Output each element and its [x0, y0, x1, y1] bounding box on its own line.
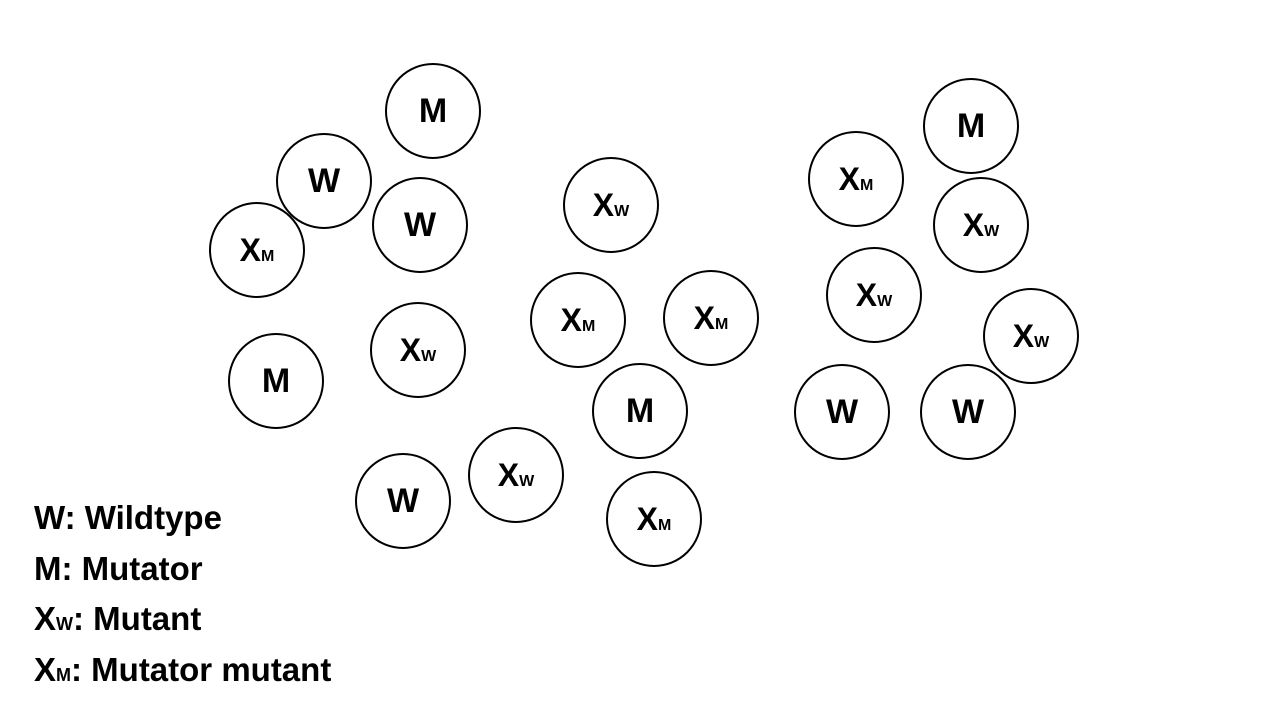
cell-m: M: [592, 363, 688, 459]
legend-item: M: Mutator: [34, 544, 331, 595]
cell-label-symbol: W: [951, 393, 985, 431]
cell-label-symbol: X: [497, 457, 520, 493]
cell-label-subscript: W: [421, 348, 437, 365]
cell-label: XM: [240, 234, 275, 266]
cell-xm: XM: [530, 272, 626, 368]
cell-label: M: [957, 109, 985, 143]
legend-symbol: X: [34, 650, 57, 688]
legend-subscript: M: [56, 664, 72, 685]
cell-label-symbol: X: [962, 207, 985, 243]
legend-symbol: XM: [34, 651, 71, 688]
legend-item: W: Wildtype: [34, 493, 331, 544]
cell-label-subscript: M: [261, 248, 275, 265]
cell-xm: XM: [663, 270, 759, 366]
cell-label: XW: [593, 189, 629, 221]
cell-label-symbol: X: [838, 161, 860, 197]
legend-text: : Mutator mutant: [71, 650, 332, 688]
cell-xw: XW: [370, 302, 466, 398]
cell-label-symbol: M: [418, 92, 448, 130]
cell-w: W: [794, 364, 890, 460]
cell-xw: XW: [468, 427, 564, 523]
cell-label: M: [626, 394, 654, 428]
cell-label-subscript: M: [658, 517, 672, 534]
cell-label-symbol: X: [693, 300, 715, 336]
legend-subscript: W: [56, 614, 74, 634]
cell-label-subscript: M: [860, 177, 874, 194]
cell-label: M: [262, 364, 290, 398]
cell-label: M: [419, 94, 447, 128]
cell-label: XM: [637, 503, 672, 535]
cell-label: XW: [1013, 320, 1049, 352]
cell-label-subscript: M: [715, 316, 729, 333]
cell-label: XM: [839, 163, 874, 195]
cell-label: W: [826, 395, 858, 429]
cell-label-symbol: W: [307, 162, 341, 200]
cell-xw: XW: [826, 247, 922, 343]
cell-xw: XW: [933, 177, 1029, 273]
legend-item: XM: Mutator mutant: [34, 645, 331, 696]
cell-xm: XM: [209, 202, 305, 298]
legend-symbol: M: [34, 550, 62, 587]
cell-label: XW: [856, 279, 892, 311]
cell-m: M: [923, 78, 1019, 174]
cell-label-subscript: W: [614, 203, 630, 220]
cell-m: M: [228, 333, 324, 429]
cell-label-symbol: X: [399, 332, 422, 368]
cell-label: W: [952, 395, 984, 429]
cell-label: XW: [400, 334, 436, 366]
legend-text: : Wildtype: [64, 499, 222, 536]
legend-item: XW: Mutant: [34, 594, 331, 645]
cell-label-subscript: M: [582, 318, 596, 335]
cell-label: W: [404, 208, 436, 242]
cell-label: XM: [561, 304, 596, 336]
cell-label-subscript: W: [1034, 334, 1050, 351]
cell-xm: XM: [606, 471, 702, 567]
cell-label-subscript: W: [984, 223, 1000, 240]
cell-label-symbol: W: [403, 206, 437, 244]
legend-symbol: X: [34, 600, 57, 637]
cell-w: W: [355, 453, 451, 549]
cell-label: XW: [963, 209, 999, 241]
cell-xw: XW: [983, 288, 1079, 384]
cell-label-symbol: X: [239, 232, 261, 268]
cell-label-symbol: X: [560, 302, 582, 338]
cell-xw: XW: [563, 157, 659, 253]
cell-label-symbol: X: [1012, 318, 1035, 354]
legend-text: : Mutator: [61, 549, 203, 587]
cell-label-symbol: W: [825, 393, 859, 431]
cell-w: W: [276, 133, 372, 229]
cell-label-subscript: W: [877, 293, 893, 310]
cell-w: W: [920, 364, 1016, 460]
cell-label-symbol: M: [261, 362, 291, 400]
cell-m: M: [385, 63, 481, 159]
cell-label-subscript: W: [519, 473, 535, 490]
cell-w: W: [372, 177, 468, 273]
cell-label-symbol: X: [636, 501, 658, 537]
legend-symbol: W: [34, 499, 65, 536]
cell-label-symbol: W: [386, 482, 420, 520]
cell-label: XM: [694, 302, 729, 334]
cell-label: XW: [498, 459, 534, 491]
cell-label-symbol: X: [592, 187, 615, 223]
cell-label-symbol: M: [625, 392, 655, 430]
cell-label-symbol: M: [956, 107, 986, 145]
legend-symbol: M: [34, 549, 62, 587]
legend-text: : Mutant: [73, 600, 202, 637]
cell-label: W: [387, 484, 419, 518]
cell-label: W: [308, 164, 340, 198]
cell-xm: XM: [808, 131, 904, 227]
legend-symbol: W: [34, 499, 65, 536]
legend-symbol: XW: [34, 600, 73, 637]
cell-label-symbol: X: [855, 277, 878, 313]
